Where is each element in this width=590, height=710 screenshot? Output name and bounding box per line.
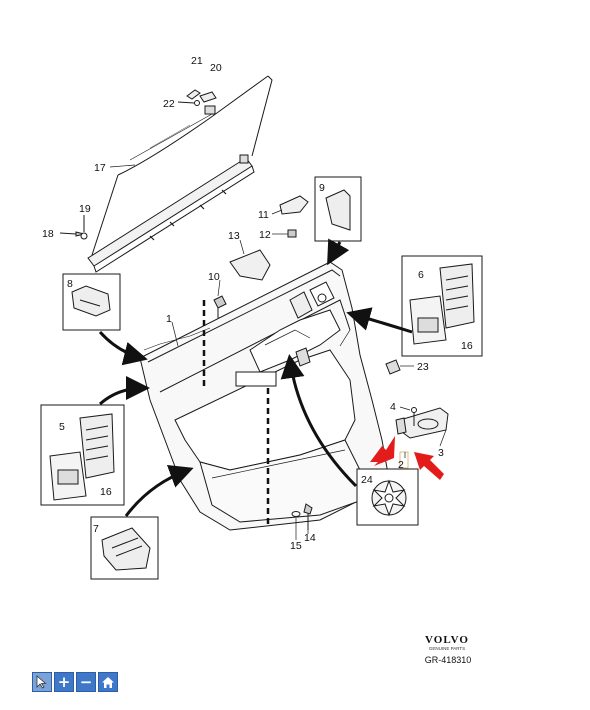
handle-cover-part-13 (229, 249, 271, 281)
minus-icon: − (79, 672, 93, 691)
callout-9: 9 (319, 182, 325, 194)
plus-icon: + (57, 672, 71, 691)
callout-22: 22 (163, 98, 175, 110)
clip-part-12 (287, 229, 297, 238)
callout-8: 8 (67, 278, 73, 290)
callout-12: 12 (259, 229, 271, 241)
leader-lines (109, 164, 447, 540)
callout-19: 19 (79, 203, 91, 215)
door-trim-panel-1 (139, 261, 391, 531)
callout-11: 11 (258, 209, 269, 221)
select-tool-button[interactable] (32, 672, 52, 692)
inset-box-6-16 (401, 255, 483, 357)
inset-box-5-16 (40, 404, 125, 506)
screw-part-10 (213, 295, 227, 318)
brand-tagline: GENUINE PARTS (428, 646, 466, 651)
screw-parts-14-15 (291, 503, 313, 530)
callout-15: 15 (290, 540, 302, 552)
callout-20: 20 (210, 62, 222, 74)
home-button[interactable] (98, 672, 118, 692)
callout-14: 14 (304, 532, 316, 544)
callout-21: 21 (191, 55, 203, 67)
brand-logo: VOLVO (425, 634, 469, 646)
callout-16-right: 16 (461, 340, 473, 352)
callout-18: 18 (42, 228, 54, 240)
callout-7: 7 (93, 523, 99, 535)
callout-5: 5 (59, 421, 65, 433)
callout-1: 1 (166, 313, 172, 325)
red-highlight-arrows (370, 436, 444, 480)
inset-box-24 (356, 468, 419, 526)
zoom-in-button[interactable]: + (54, 672, 74, 692)
callout-10: 10 (208, 271, 220, 283)
callout-labels: 1 2 3 4 5 6 7 8 9 10 11 12 13 14 15 16 1… (42, 55, 473, 552)
callout-16-left: 16 (100, 486, 112, 498)
callout-3: 3 (438, 447, 444, 459)
callout-17: 17 (94, 162, 106, 174)
callout-2: 2 (398, 459, 404, 471)
cover-part-11 (279, 195, 309, 215)
callout-24: 24 (361, 474, 373, 486)
callout-6: 6 (418, 269, 424, 281)
callout-4: 4 (390, 401, 396, 413)
home-icon (102, 676, 114, 688)
diagram-reference: GR-418310 (424, 655, 472, 665)
sunblind-part-17 (87, 75, 273, 273)
viewer-toolbar: + − (32, 672, 118, 692)
inset-box-8 (62, 273, 121, 331)
callout-23: 23 (417, 361, 429, 373)
handle-part-3 (395, 407, 449, 469)
inset-box-9 (314, 176, 362, 242)
pointer-arrows (98, 238, 413, 517)
inset-box-7 (90, 516, 159, 580)
screw-18-19 (59, 215, 88, 240)
cursor-icon (36, 675, 47, 689)
clips-20-21-22 (177, 89, 217, 106)
callout-13: 13 (228, 230, 240, 242)
clip-part-23 (385, 359, 401, 375)
assembly-dashed-lines (202, 300, 270, 528)
zoom-out-button[interactable]: − (76, 672, 96, 692)
